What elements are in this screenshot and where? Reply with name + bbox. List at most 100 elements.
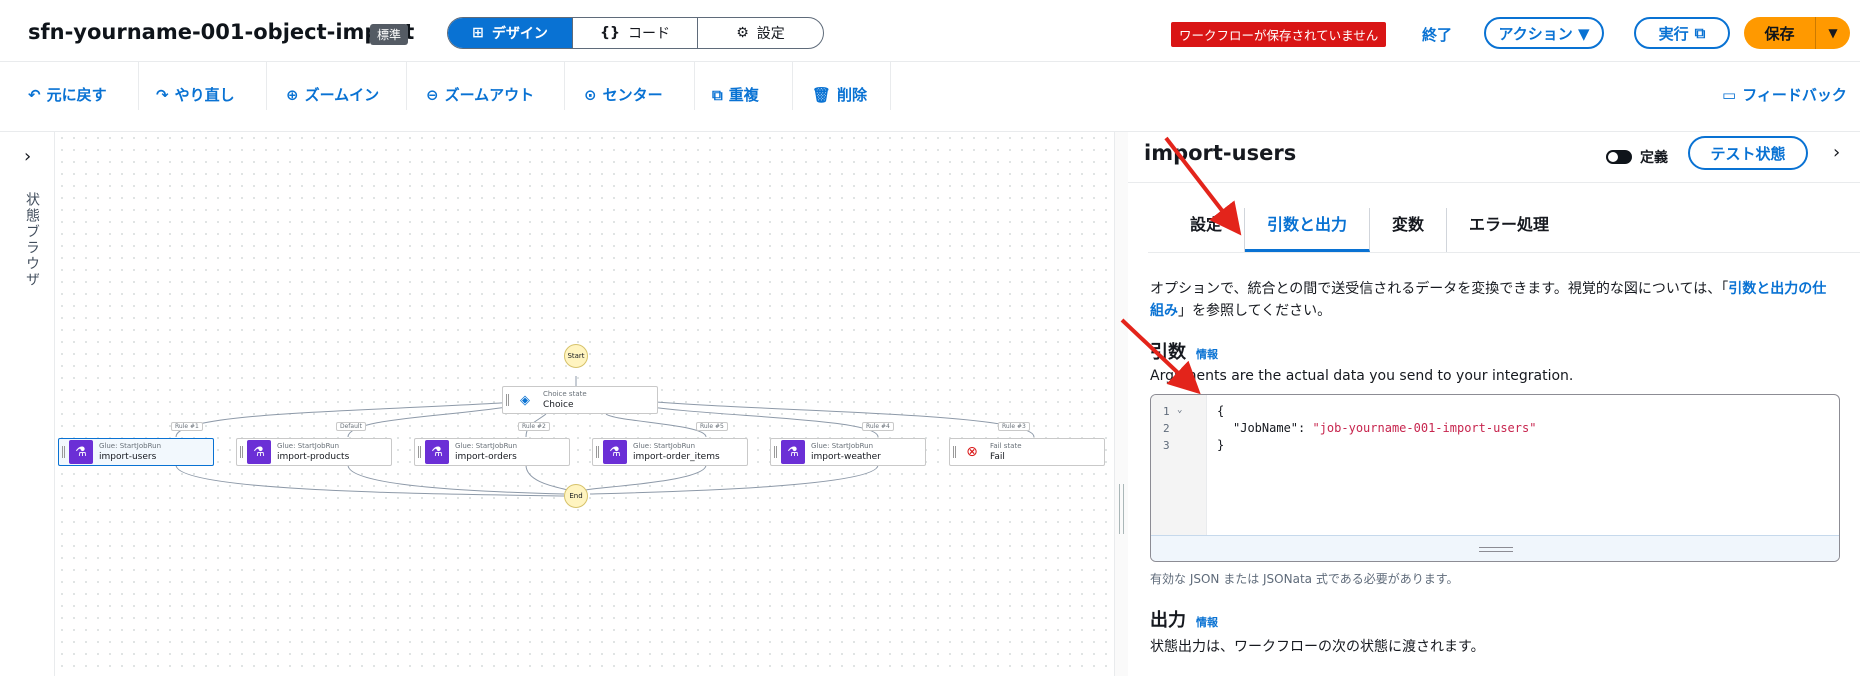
chevron-right-icon[interactable]: › [1833,142,1841,163]
chevron-right-icon[interactable]: › [24,146,32,167]
zoom-in-icon: ⊕ [286,85,299,104]
resize-grip[interactable] [1119,484,1124,534]
state-inspector-panel: import-users 定義 テスト状態 › 設定 引数と出力 変数 エラー処… [1128,132,1860,676]
panel-resizer[interactable] [1114,132,1128,676]
start-node[interactable]: Start [564,344,588,368]
redo-button[interactable]: ↷やり直し [156,85,235,105]
arguments-json-editor[interactable]: 1 ⌄ 2 3 { "JobName": "job-yourname-001-i… [1150,394,1840,562]
task-node-import-products[interactable]: ⚗ Glue: StartJobRun import-products [236,438,392,466]
mode-switcher: ⊞ デザイン {} コード ⚙ 設定 [447,17,824,49]
end-node[interactable]: End [564,484,588,508]
top-bar: sfn-yourname-001-object-import 標準 ⊞ デザイン… [0,0,1860,62]
output-section-heading: 出力 情報 [1150,610,1218,631]
editor-resize-handle[interactable] [1151,535,1839,561]
gear-icon: ⚙ [736,25,749,41]
test-state-button[interactable]: テスト状態 [1688,136,1808,170]
code-line: } [1217,438,1225,452]
drag-handle[interactable] [596,446,599,458]
glue-icon: ⚗ [425,440,449,464]
zoom-out-icon: ⊖ [426,85,439,104]
workflow-name: sfn-yourname-001-object-import [28,20,415,44]
toolbar-divider [890,62,891,110]
info-link[interactable]: 情報 [1196,616,1218,629]
tab-config[interactable]: ⚙ 設定 [736,25,785,42]
task-node-import-users[interactable]: ⚗ Glue: StartJobRun import-users [58,438,214,466]
exit-link[interactable]: 終了 [1422,26,1453,44]
toolbar-divider [266,62,267,110]
fail-state-node[interactable]: ⊗ Fail state Fail [949,438,1105,466]
state-name-heading: import-users [1144,141,1297,165]
fail-circle-x-icon: ⊗ [960,440,984,464]
tab-variables[interactable]: 変数 [1370,208,1448,252]
arguments-output-description: オプションで、統合との間で送受信されるデータを変換できます。視覚的な図については… [1150,281,1827,319]
choice-state-node[interactable]: ◈ Choice state Choice [502,386,658,414]
save-button-group: 保存 ▼ [1744,17,1850,49]
workflow-type-badge: 標準 [370,24,409,45]
info-link[interactable]: 情報 [1196,348,1218,361]
toggle-switch[interactable] [1606,150,1632,164]
line-number: 3 [1163,439,1170,452]
redo-icon: ↷ [156,85,169,104]
task-node-import-orders[interactable]: ⚗ Glue: StartJobRun import-orders [414,438,570,466]
save-dropdown-button[interactable]: ▼ [1828,26,1838,40]
task-node-import-weather[interactable]: ⚗ Glue: StartJobRun import-weather [770,438,926,466]
layout-icon: ⊞ [472,25,484,41]
inspector-tabs: 設定 引数と出力 変数 エラー処理 [1168,208,1571,252]
glue-icon: ⚗ [781,440,805,464]
code-line: "JobName": "job-yourname-001-import-user… [1233,421,1537,435]
comment-icon: ▭ [1722,85,1737,104]
drag-handle[interactable] [62,446,65,458]
arguments-description: Arguments are the actual data you send t… [1150,368,1574,384]
drag-handle[interactable] [240,446,243,458]
trash-icon: 🗑 [812,85,832,104]
undo-button[interactable]: ↶元に戻す [28,85,107,105]
definition-toggle[interactable]: 定義 [1606,147,1668,167]
toolbar-divider [138,62,139,110]
glue-icon: ⚗ [603,440,627,464]
drag-handle[interactable] [774,446,777,458]
save-button[interactable]: 保存 [1744,17,1816,49]
zoom-out-button[interactable]: ⊖ズームアウト [426,85,535,105]
unsaved-warning-badge: ワークフローが保存されていません [1171,22,1387,47]
execute-button[interactable]: 実行 ⧉ [1634,17,1730,49]
toolbar-divider [406,62,407,110]
target-icon: ⊙ [584,85,597,104]
toolbar-divider [792,62,793,110]
drag-handle[interactable] [506,394,509,406]
arguments-section-heading: 引数 情報 [1150,342,1218,363]
choice-icon: ◈ [513,388,537,412]
workflow-canvas[interactable]: Start ◈ Choice state Choice Rule #1 Defa… [56,132,1114,676]
fold-chevron-icon[interactable]: ⌄ [1177,405,1183,415]
tabs-underline [1148,252,1860,253]
line-number: 2 [1163,422,1170,435]
tab-configuration[interactable]: 設定 [1168,208,1246,252]
drag-handle[interactable] [953,446,956,458]
actions-button[interactable]: アクション ▼ [1484,17,1604,49]
arguments-output-doc-link[interactable]: 引数と出力の仕組み [1150,281,1827,319]
toolbar-divider [694,62,695,110]
rule-label: Rule #3 [998,422,1030,431]
copy-icon: ⧉ [712,85,723,104]
feedback-button[interactable]: ▭フィードバック [1722,85,1847,105]
task-node-import-order-items[interactable]: ⚗ Glue: StartJobRun import-order_items [592,438,748,466]
panel-divider [1128,182,1860,183]
line-number-gutter: 1 ⌄ 2 3 [1151,395,1207,535]
braces-icon: {} [600,25,620,41]
glue-icon: ⚗ [69,440,93,464]
line-number: 1 [1163,405,1170,418]
drag-handle[interactable] [418,446,421,458]
center-button[interactable]: ⊙センター [584,85,663,105]
tab-design[interactable]: ⊞ デザイン [448,18,573,48]
duplicate-button[interactable]: ⧉重複 [712,85,759,105]
delete-button[interactable]: 🗑削除 [812,85,868,105]
rule-label: Rule #4 [862,422,894,431]
tab-error-handling[interactable]: エラー処理 [1469,215,1550,234]
glue-icon: ⚗ [247,440,271,464]
tab-arguments-output[interactable]: 引数と出力 [1245,208,1371,252]
tab-code[interactable]: {} コード [573,18,698,48]
code-line: { [1217,404,1225,418]
rule-label: Rule #1 [171,422,203,431]
zoom-in-button[interactable]: ⊕ズームイン [286,85,380,105]
rule-label: Default [336,422,366,431]
graph-edges [175,376,1035,497]
